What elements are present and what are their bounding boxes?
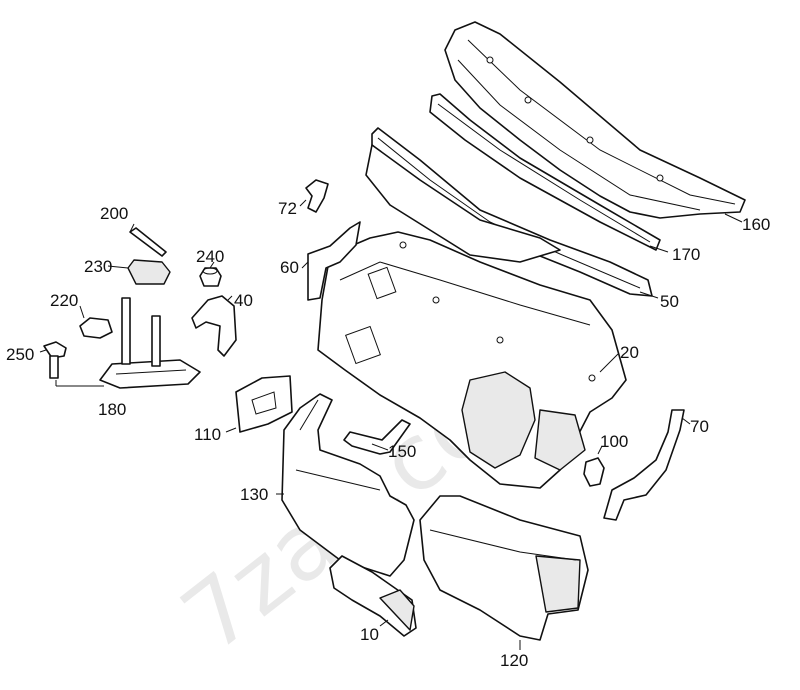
callout-50: 50 <box>660 292 679 311</box>
callout-200: 200 <box>100 204 128 223</box>
part-130-lower-panel <box>281 393 415 577</box>
part-250-bolt <box>43 341 67 379</box>
part-170-seal-strip <box>429 93 661 251</box>
part-150-pipe <box>343 419 411 455</box>
callout-250: 250 <box>6 345 34 364</box>
part-220-clip <box>79 317 113 339</box>
part-72-clip <box>305 179 329 213</box>
callout-230: 230 <box>84 257 112 276</box>
part-60-side-bracket <box>307 221 361 301</box>
callout-70: 70 <box>690 417 709 436</box>
part-100-switch <box>583 457 605 487</box>
callout-160: 160 <box>742 215 770 234</box>
part-200-strap <box>129 227 167 257</box>
callout-130: 130 <box>240 485 268 504</box>
callout-120: 120 <box>500 651 528 670</box>
leader-lines <box>39 199 743 650</box>
part-20-bulkhead <box>317 144 627 489</box>
callout-150: 150 <box>388 442 416 461</box>
callout-20: 20 <box>620 343 639 362</box>
callout-240: 240 <box>196 247 224 266</box>
callout-220: 220 <box>50 291 78 310</box>
callout-10: 10 <box>360 625 379 644</box>
part-120-lower-right-panel <box>419 495 589 641</box>
part-230-pad <box>127 259 171 285</box>
callouts: 160 170 50 20 70 100 72 60 40 240 200 23… <box>6 199 770 670</box>
callout-100: 100 <box>600 432 628 451</box>
callout-110: 110 <box>194 425 221 444</box>
part-110-side-panel <box>235 375 293 433</box>
part-240-grommet <box>199 267 222 287</box>
part-40-bracket <box>191 295 237 357</box>
part-180-tray <box>99 297 201 389</box>
part-70-hose <box>603 409 685 521</box>
callout-170: 170 <box>672 245 700 264</box>
callout-60: 60 <box>280 258 299 277</box>
callout-72: 72 <box>278 199 297 218</box>
callout-180: 180 <box>98 400 126 419</box>
part-10-insulator <box>329 555 417 637</box>
callout-40: 40 <box>234 291 253 310</box>
part-160-cowl-panel <box>444 21 746 219</box>
